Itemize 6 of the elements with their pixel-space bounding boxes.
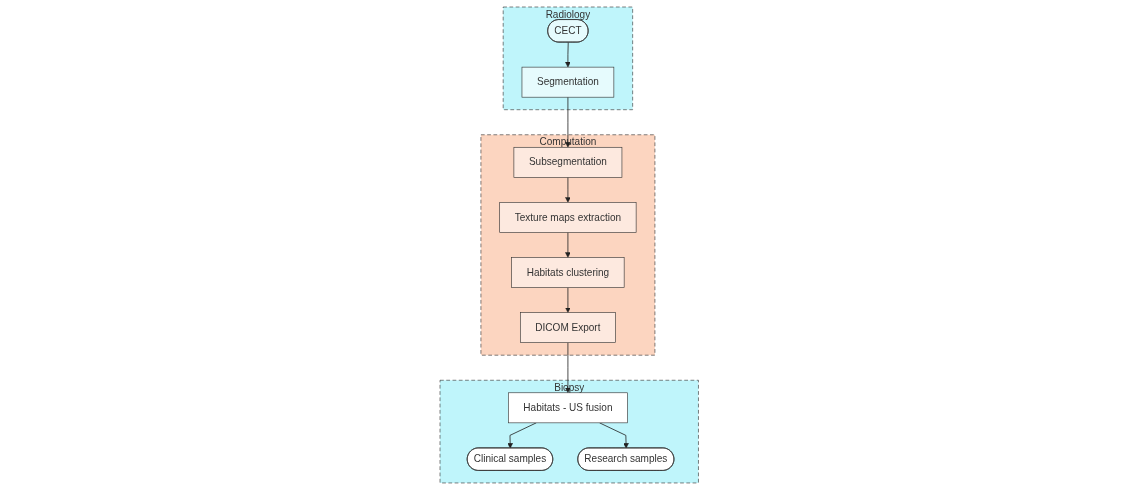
node-box: Subsegmentation (513, 147, 623, 178)
node-box: Habitats clustering (511, 257, 625, 288)
node-box: Texture maps extraction (499, 202, 637, 233)
node-box: Segmentation (521, 66, 615, 98)
node-box: Habitats - US fusion (508, 392, 629, 424)
node-box: DICOM Export (520, 312, 617, 343)
